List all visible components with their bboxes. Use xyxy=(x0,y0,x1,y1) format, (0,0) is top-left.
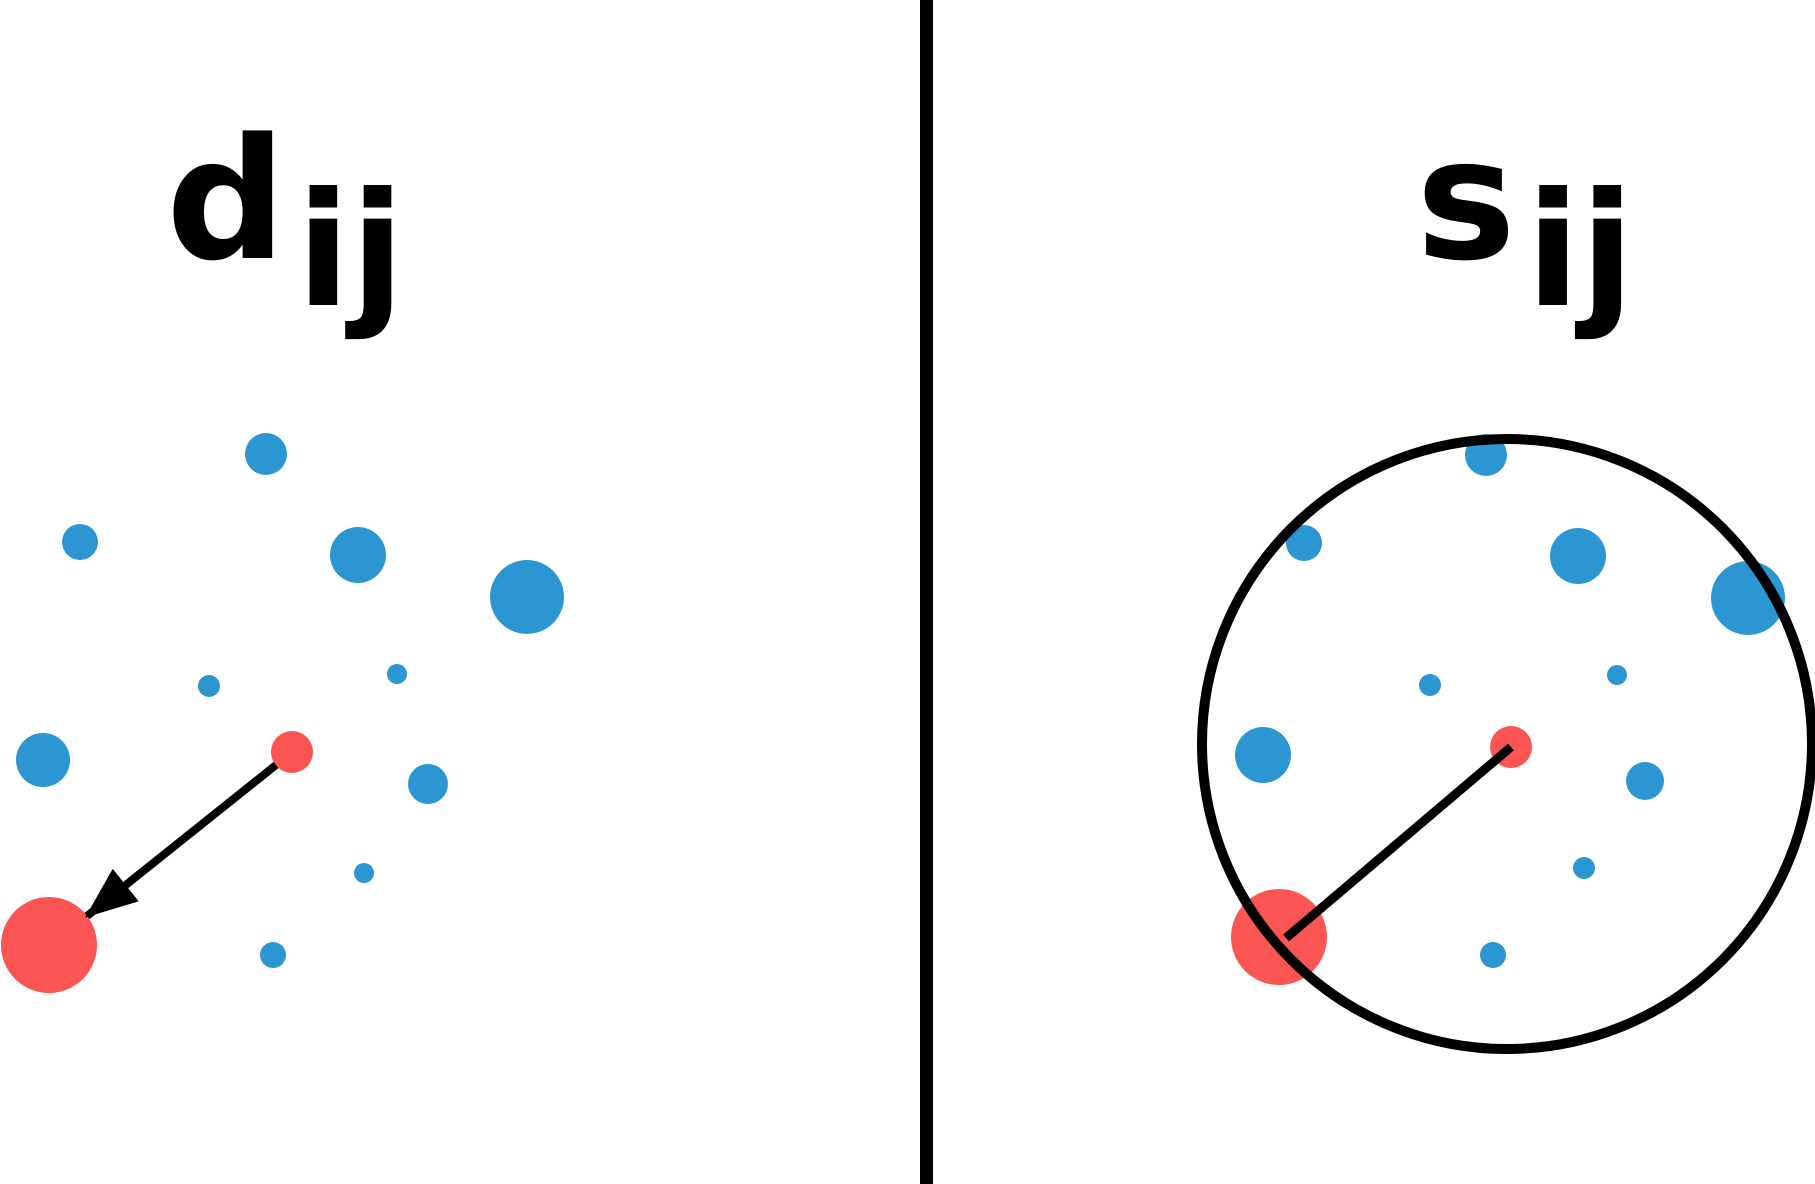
right-boundary-circle xyxy=(1197,434,1815,1054)
left-neighbor-dot xyxy=(490,560,564,634)
left-neighbor-dot xyxy=(62,524,98,560)
right-title-subscript: ij xyxy=(1526,159,1635,343)
left-distance-arrow xyxy=(84,761,279,920)
left-title-main-letter: d xyxy=(166,102,287,298)
left-point-j xyxy=(1,897,97,993)
right-neighbor-dot xyxy=(1573,857,1595,879)
right-neighbor-dot xyxy=(1607,665,1627,685)
lines-layer xyxy=(84,434,1815,1054)
left-neighbor-dot xyxy=(354,863,374,883)
left-neighbor-dot xyxy=(16,733,70,787)
left-point-i xyxy=(271,731,313,773)
left-neighbor-dot xyxy=(245,433,287,475)
right-panel-title: sij xyxy=(1416,102,1634,330)
left-neighbor-dot xyxy=(330,527,386,583)
left-neighbor-dot xyxy=(408,764,448,804)
left-neighbor-dot xyxy=(387,664,407,684)
right-neighbor-dot xyxy=(1550,528,1606,584)
left-neighbor-dot xyxy=(198,675,220,697)
right-neighbor-dot xyxy=(1480,942,1506,968)
left-neighbor-dot xyxy=(260,942,286,968)
right-radius-line xyxy=(1283,743,1514,942)
panel-divider xyxy=(920,0,933,1184)
right-title-main-letter: s xyxy=(1416,102,1516,298)
right-neighbor-dot xyxy=(1286,525,1322,561)
right-neighbor-dot xyxy=(1235,727,1291,783)
left-title-subscript: ij xyxy=(296,159,405,343)
left-panel-title: dij xyxy=(166,102,405,330)
right-neighbor-dot xyxy=(1626,762,1664,800)
right-neighbor-dot xyxy=(1419,674,1441,696)
dots-layer xyxy=(1,433,1785,993)
